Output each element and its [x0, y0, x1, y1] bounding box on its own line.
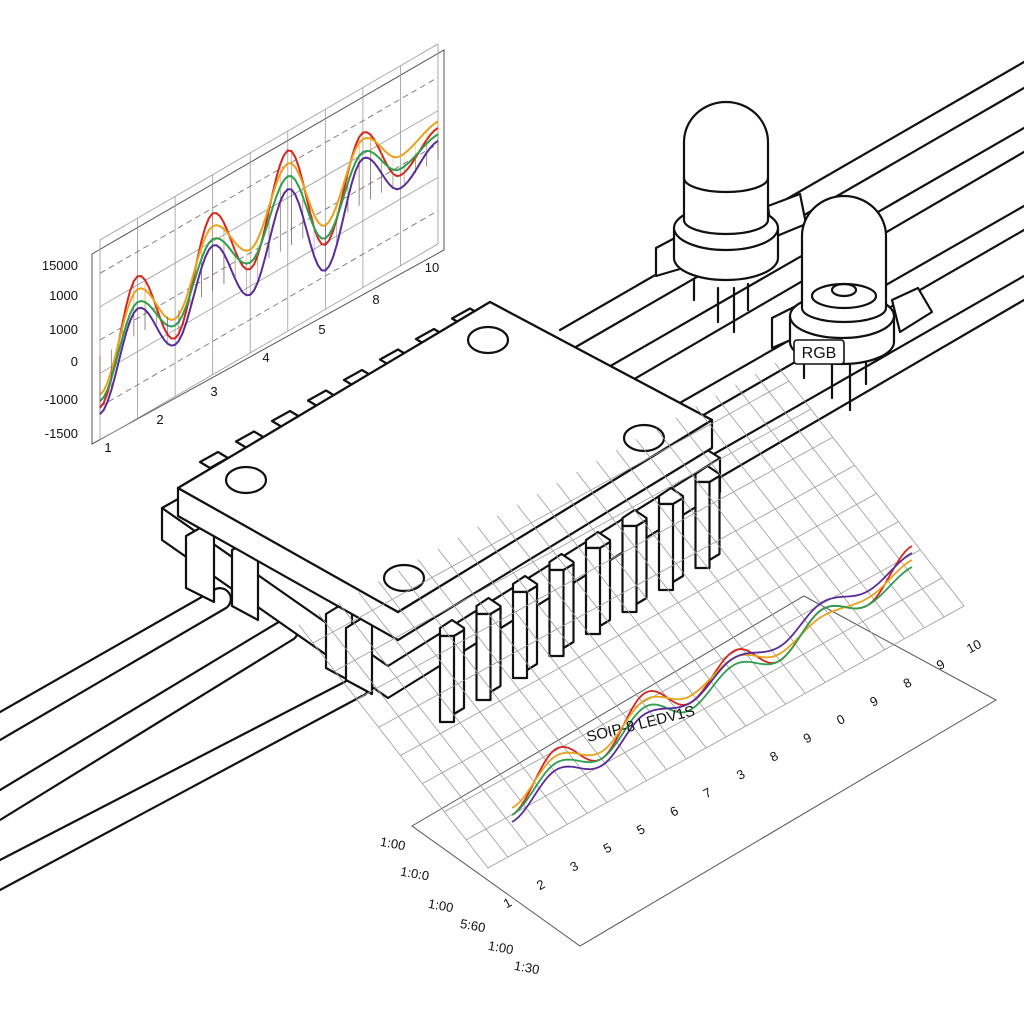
chart1-gridline-h — [99, 176, 439, 374]
led-clear — [654, 100, 808, 334]
chart2-gridline-v — [536, 493, 727, 738]
chart2-gridline-v — [596, 461, 786, 705]
chart2-gridline-v — [417, 559, 608, 803]
mount-hole — [622, 423, 666, 453]
chart2-gridline-v — [318, 613, 509, 858]
chart1-x-ticks: 1 2 3 4 5 8 10 — [104, 260, 439, 455]
chart2-y-tick-label: 1:00 — [427, 896, 455, 915]
chart1-y-tick-label: 0 — [71, 354, 78, 369]
chart2-y-tick-label: 1:00 — [487, 938, 515, 957]
chart1-y-tick-label: 1000 — [49, 288, 78, 303]
chart2-gridline-v — [675, 417, 866, 661]
chart2-gridline-h — [465, 577, 943, 841]
pin-leg — [548, 562, 575, 658]
pin-leg — [621, 518, 648, 614]
chart2-gridline-h — [444, 549, 921, 813]
chart1-x-tick-label: 2 — [156, 412, 163, 427]
chart2-series-line — [511, 552, 913, 823]
chart1-x-tick-label: 1 — [104, 440, 111, 455]
chart2-panel — [411, 595, 998, 947]
chart1-gridline-h — [99, 210, 439, 408]
chart2-gridline-v — [754, 373, 945, 618]
chart1-x-tick-label: 5 — [318, 322, 325, 337]
front-pins — [438, 464, 721, 724]
mount-hole — [466, 325, 510, 355]
chart2-gridline-v — [655, 428, 846, 672]
led-rgb: RGB — [770, 194, 934, 412]
chart2-gridline-v — [338, 602, 528, 847]
chart2-gridline-v — [437, 548, 628, 792]
chart1-y-ticks: 15000 1000 1000 0 -1000 -1500 — [42, 258, 78, 441]
chart2-gridline-h — [356, 436, 833, 700]
chart1-gridline-h — [99, 243, 439, 441]
chart1-x-tick-label: 3 — [210, 384, 217, 399]
chart2-y-tick-label: 5:60 — [459, 916, 487, 935]
chart1-y-tick-label: 1000 — [49, 322, 78, 337]
chart1-y-tick-label: -1000 — [45, 392, 78, 407]
chart2-series-line — [511, 566, 913, 816]
chart2-gridline-v — [497, 515, 687, 760]
chart1-series — [99, 120, 439, 415]
pin-leg — [657, 496, 685, 592]
pin-leg — [694, 474, 721, 570]
rgb-label-box — [793, 339, 845, 365]
chart2-gridline-v — [735, 384, 925, 629]
chart1-x-tick-label: 10 — [425, 260, 439, 275]
chart1-y-tick-label: 15000 — [42, 258, 78, 273]
chart1-y-tick-label: -1500 — [45, 426, 78, 441]
chart2-gridline-v — [576, 471, 766, 716]
chart2-gridline-h — [422, 521, 899, 784]
chart2-gridline-h — [378, 465, 855, 728]
chart2-gridline-h — [334, 408, 812, 672]
pin-leg — [475, 606, 502, 702]
chart2-gridline-v — [298, 624, 489, 869]
mount-hole — [224, 465, 268, 495]
chart2-y-tick-label: 1:00 — [379, 834, 407, 853]
chart2-gridline-h — [487, 605, 965, 869]
pin-leg — [511, 584, 539, 680]
rgb-label: RGB — [802, 345, 837, 362]
chart2-grid — [298, 362, 965, 869]
chart2-y-tick-label: 1:0:0 — [399, 864, 430, 884]
chart2-x-tick-label: 10 — [964, 636, 984, 656]
chart2-gridline-v — [358, 592, 548, 836]
top-left-chart: 1 2 3 4 5 8 10 15000 1000 1000 0 -1000 -1500 — [42, 43, 445, 455]
chart2-y-tick-label: 1:30 — [513, 958, 541, 977]
chart2-gridline-v — [774, 362, 965, 607]
chart2-gridline-h — [400, 493, 877, 756]
chart2-gridline-v — [715, 395, 905, 639]
chart2-gridline-v — [477, 526, 667, 770]
chart2-gridline-v — [397, 570, 588, 814]
chart2-gridline-v — [616, 450, 806, 694]
chart2-gridline-v — [378, 581, 568, 825]
chart1-gridline-h — [99, 43, 439, 241]
ic-chip — [160, 300, 722, 724]
mount-hole — [382, 563, 426, 593]
chart1-x-tick-label: 4 — [262, 350, 269, 365]
chart1-gridline-h — [99, 76, 439, 274]
chart2-gridline-h — [312, 380, 790, 644]
chart1-x-tick-label: 8 — [372, 292, 379, 307]
chart2-series — [511, 545, 913, 823]
chart2-y-ticks: 1:001:0:01:005:601:001:30 — [379, 834, 541, 977]
